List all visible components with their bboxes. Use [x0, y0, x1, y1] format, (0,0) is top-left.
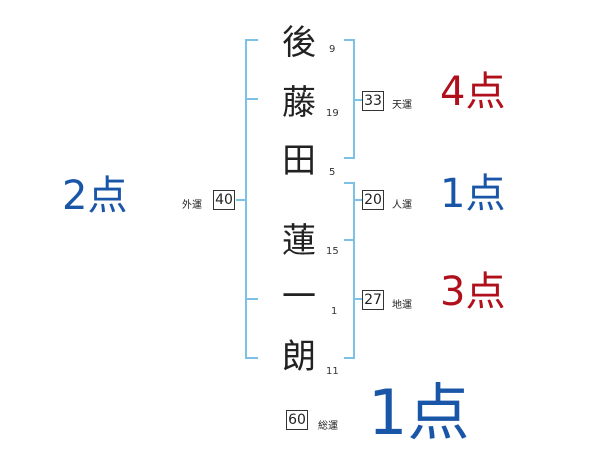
gaikaku-bracket	[245, 39, 258, 359]
stroke-count-5: 1	[331, 306, 338, 317]
tenkaku-bracket	[344, 39, 355, 159]
name-char-6: 朗	[282, 337, 316, 377]
name-char-4: 蓮	[282, 221, 316, 261]
chikaku-label: 地運	[392, 300, 412, 311]
jinkaku-score: 1点	[440, 171, 506, 217]
soukaku-value-box: 60	[286, 410, 308, 430]
name-char-5: 一	[282, 277, 316, 317]
chikaku-bracket	[344, 239, 355, 359]
soukaku-label: 総運	[318, 421, 338, 432]
jinkaku-label: 人運	[392, 200, 412, 211]
stroke-count-4: 15	[326, 246, 339, 257]
stroke-count-3: 5	[329, 167, 336, 178]
chikaku-value-box: 27	[362, 290, 384, 310]
gaikaku-label: 外運	[182, 200, 202, 211]
chikaku-score: 3点	[440, 269, 506, 315]
tenkaku-label: 天運	[392, 100, 412, 111]
stroke-count-2: 19	[326, 108, 339, 119]
soukaku-score: 1点	[368, 376, 470, 449]
tenkaku-score: 4点	[440, 69, 506, 115]
name-char-1: 後	[282, 23, 316, 63]
jinkaku-value-box: 20	[362, 190, 384, 210]
stroke-count-1: 9	[329, 44, 336, 55]
jinkaku-bracket	[344, 182, 355, 241]
stroke-count-6: 11	[326, 366, 339, 377]
tenkaku-value-box: 33	[362, 91, 384, 111]
gaikaku-value-box: 40	[213, 190, 235, 210]
gaikaku-score: 2点	[62, 173, 128, 219]
name-char-2: 藤	[282, 83, 316, 123]
name-char-3: 田	[282, 141, 316, 181]
